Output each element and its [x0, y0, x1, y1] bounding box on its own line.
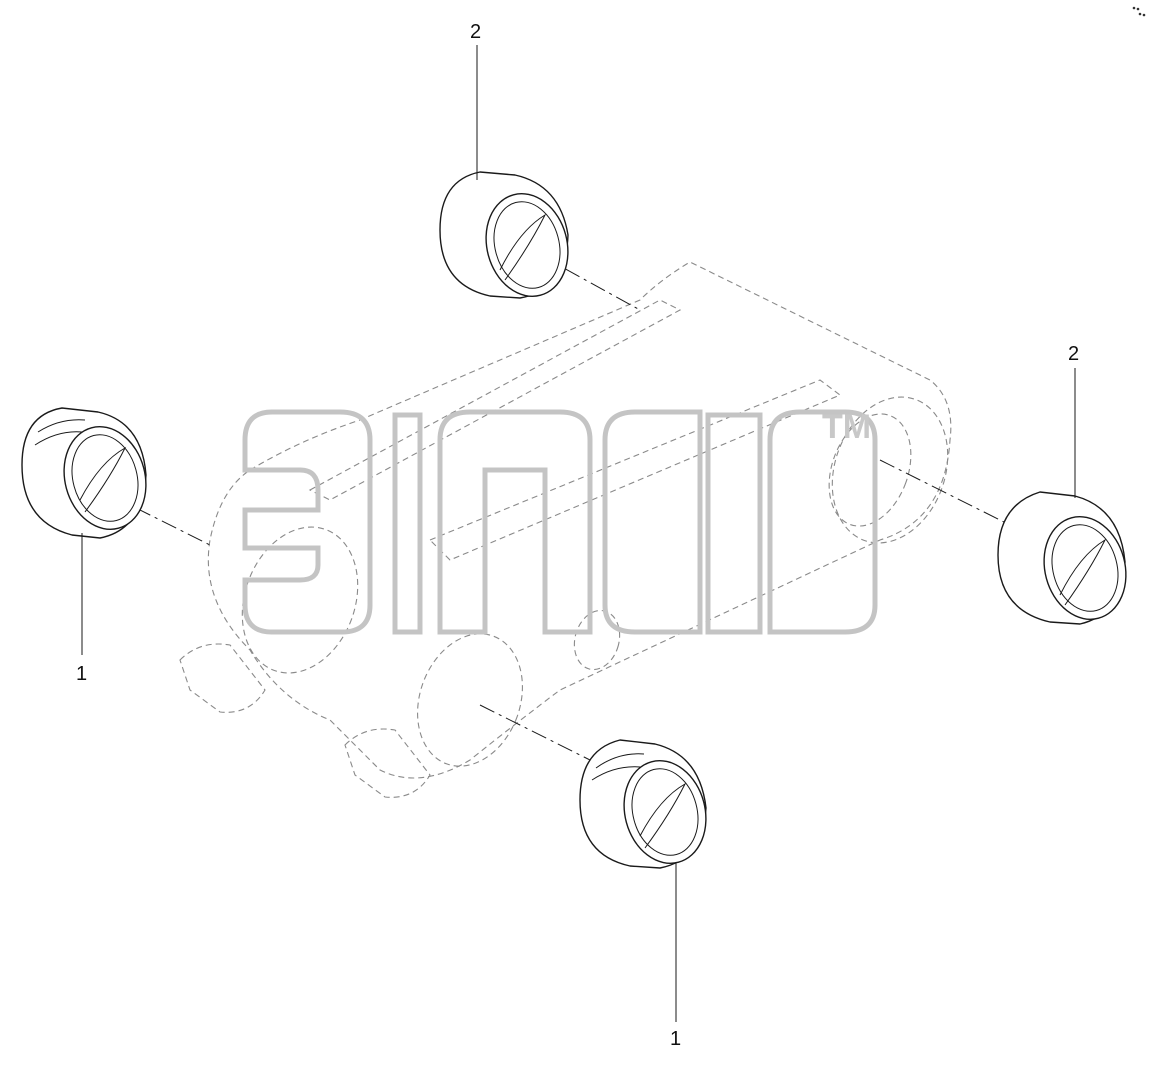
top-bushing: [439, 171, 569, 299]
leader-lines: [81, 45, 1076, 1022]
ghost-arm-assembly: [179, 261, 952, 798]
callout-right-bushing: 2: [1068, 343, 1079, 365]
bottom-bushing: [579, 739, 707, 869]
watermark-logo: TM: [242, 408, 878, 635]
corner-marks: [1132, 6, 1146, 17]
callout-bottom-bushing: 1: [670, 1028, 681, 1050]
callout-top-bushing: 2: [470, 21, 481, 43]
watermark-trademark: TM: [822, 408, 871, 446]
right-bushing: [997, 491, 1127, 625]
left-bushing: [21, 407, 147, 539]
callout-left-bushing: 1: [76, 663, 87, 685]
